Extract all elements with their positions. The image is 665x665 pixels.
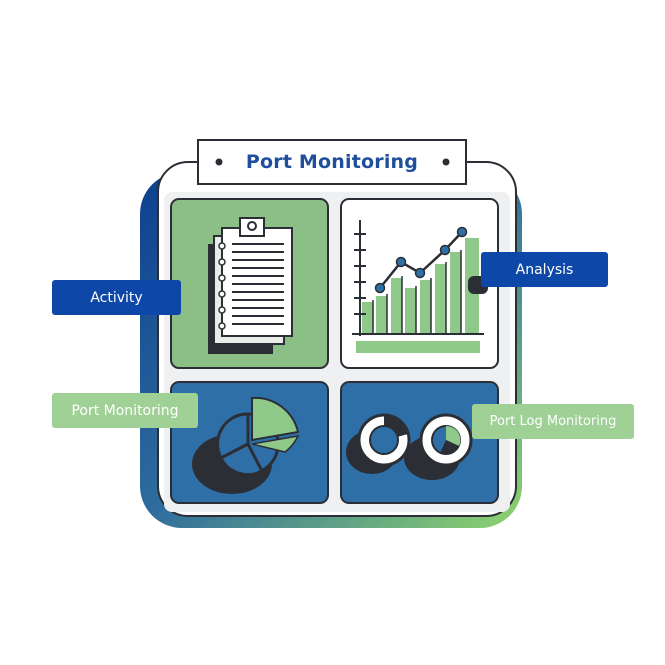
port-log-monitoring-label: Port Log Monitoring — [472, 404, 634, 439]
analysis-label: Analysis — [481, 252, 608, 287]
activity-panel — [170, 198, 329, 369]
analysis-panel — [340, 198, 499, 369]
analysis-label-text: Analysis — [515, 261, 574, 278]
port-monitoring-label-text: Port Monitoring — [71, 402, 179, 419]
port-log-monitoring-panel — [340, 381, 499, 504]
donut-charts-icon — [346, 413, 473, 480]
port-log-monitoring-label-text: Port Log Monitoring — [489, 414, 617, 429]
port-monitoring-panel — [170, 381, 329, 504]
notepad-icon — [208, 217, 293, 354]
port-monitoring-label: Port Monitoring — [52, 393, 198, 428]
activity-label: Activity — [52, 280, 181, 315]
pie-chart-icon — [192, 396, 300, 494]
title-banner: Port Monitoring — [198, 140, 466, 184]
page-title: Port Monitoring — [245, 151, 419, 173]
activity-label-text: Activity — [90, 289, 143, 306]
